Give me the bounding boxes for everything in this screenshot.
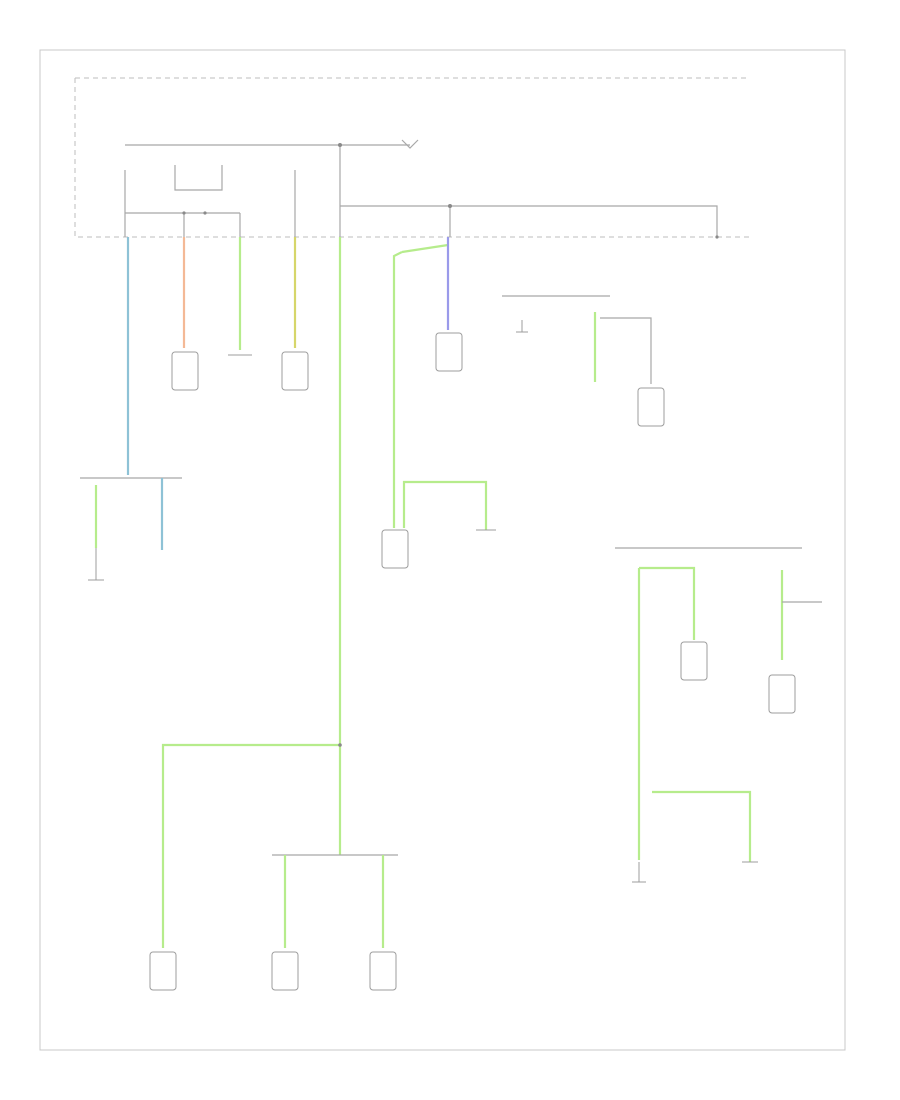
component-box: [271, 951, 299, 991]
wire-gray: [600, 317, 652, 384]
fuse-box-outline: [74, 77, 750, 238]
wire-green: [401, 243, 449, 254]
component-box: [768, 674, 796, 714]
component-box: [637, 387, 665, 427]
ground-symbol: [516, 320, 528, 333]
splice-node: [338, 143, 342, 147]
splice-node: [715, 235, 719, 239]
component-box: [381, 529, 409, 569]
splice-node: [182, 211, 186, 215]
splice-node: [338, 743, 342, 747]
wire-green: [639, 566, 696, 640]
component-box: [149, 951, 177, 991]
splice-node: [448, 204, 452, 208]
wire-green: [652, 790, 752, 862]
wire-green: [161, 743, 340, 948]
component-box: [171, 351, 199, 391]
wire-green: [392, 251, 403, 528]
component-box: [680, 641, 708, 681]
splice-node: [203, 211, 207, 215]
diagram-border: [39, 49, 846, 1051]
wire-green: [402, 480, 488, 530]
main-bus: [125, 144, 718, 237]
component-box: [435, 332, 463, 372]
component-box: [281, 351, 309, 391]
fuse-links: [124, 165, 296, 237]
component-box: [369, 951, 397, 991]
connector-arrow: [401, 139, 419, 149]
ground-symbol: [88, 548, 104, 581]
ground-symbol: [632, 862, 646, 883]
